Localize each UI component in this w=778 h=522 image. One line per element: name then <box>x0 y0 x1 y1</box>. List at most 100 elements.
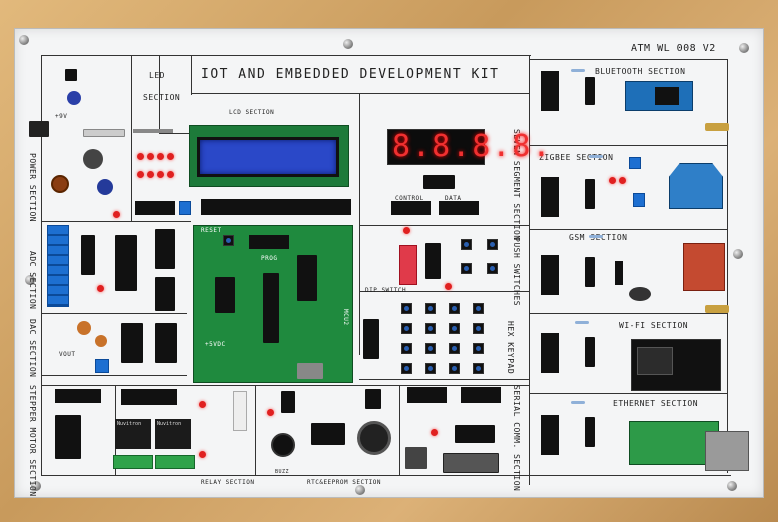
push-button[interactable] <box>487 239 498 250</box>
capacitor-icon <box>83 149 103 169</box>
serial-comm-label: SERIAL COMM. SECTION <box>512 385 521 492</box>
regulator <box>65 69 77 81</box>
pot-icon[interactable] <box>77 321 91 335</box>
reset-label: RESET <box>201 227 222 234</box>
keypad-key[interactable] <box>473 363 484 374</box>
zigbee-header <box>541 177 559 217</box>
led <box>403 227 410 234</box>
usb-connector[interactable] <box>297 363 323 379</box>
ethernet-section-label: ETHERNET SECTION <box>613 399 699 408</box>
serial-header <box>407 387 447 403</box>
buzzer-label: BUZZ <box>275 469 290 475</box>
resistor-icon <box>589 155 603 158</box>
push-button[interactable] <box>461 263 472 274</box>
keypad-key[interactable] <box>425 363 436 374</box>
pot-icon[interactable] <box>95 335 107 347</box>
vdc-label: +5VDC <box>205 341 226 348</box>
relay-header <box>121 389 177 405</box>
ic <box>585 417 595 447</box>
led-section-label: LED <box>149 71 165 80</box>
trim-pot[interactable] <box>95 359 109 373</box>
led-connector <box>135 201 175 215</box>
stepper-section-label: STEPPER MOTOR SECTION <box>28 385 37 497</box>
dip-switch-label: DIP SWITCH <box>365 287 407 294</box>
screw-icon <box>19 35 29 45</box>
screw-icon <box>739 43 749 53</box>
ic <box>81 235 95 275</box>
keypad-key[interactable] <box>425 303 436 314</box>
esp-chip <box>637 347 673 375</box>
seven-segment-display: 8.8.8.8. <box>387 129 551 165</box>
keypad-key[interactable] <box>401 303 412 314</box>
power-switch[interactable] <box>83 129 125 137</box>
gsm-ic <box>615 261 623 285</box>
microcontroller <box>263 273 279 343</box>
prog-label: PROG <box>261 255 278 262</box>
board-title: IOT AND EMBEDDED DEVELOPMENT KIT <box>201 67 500 82</box>
ic <box>155 323 177 363</box>
dac-section-label: DAC SECTION <box>28 319 37 378</box>
led <box>609 177 616 184</box>
keypad-key[interactable] <box>473 343 484 354</box>
capacitor-icon <box>67 91 81 105</box>
led <box>147 153 154 160</box>
screw-icon <box>343 39 353 49</box>
ic <box>585 337 595 367</box>
buzzer-icon <box>271 433 295 457</box>
keypad-key[interactable] <box>449 323 460 334</box>
led <box>97 285 104 292</box>
keypad-key[interactable] <box>401 323 412 334</box>
keypad-key[interactable] <box>449 303 460 314</box>
lcd-section-label: LCD SECTION <box>229 109 275 116</box>
rtc-ic <box>311 423 345 445</box>
dip-switch[interactable] <box>399 245 417 285</box>
resistor-icon <box>589 235 603 238</box>
push-button[interactable] <box>487 263 498 274</box>
ic <box>585 257 595 287</box>
resistor-icon <box>571 69 585 72</box>
screw-icon <box>733 249 743 259</box>
ic <box>425 243 441 279</box>
led <box>199 401 206 408</box>
mcu-name-label: MCU2 <box>342 309 349 326</box>
led <box>199 451 206 458</box>
adc-switches[interactable] <box>47 225 69 307</box>
adc-section-label: ADC SECTION <box>28 251 37 310</box>
rj45-connector[interactable] <box>705 431 749 471</box>
relay-terminal[interactable] <box>155 455 195 469</box>
led <box>267 409 274 416</box>
led <box>137 171 144 178</box>
screw-icon <box>25 275 35 285</box>
antenna-connector <box>705 305 729 313</box>
zigbee-section-label: ZIGBEE SECTION <box>539 153 614 162</box>
led <box>619 177 626 184</box>
keypad-key[interactable] <box>401 363 412 374</box>
keypad-key[interactable] <box>473 303 484 314</box>
plus9v-label: +9V <box>55 113 68 120</box>
push-switch-label: PUSH SWITCHES <box>512 237 521 307</box>
keypad-key[interactable] <box>449 363 460 374</box>
keypad-key[interactable] <box>425 323 436 334</box>
adc-ic <box>115 235 137 291</box>
reset-button[interactable] <box>223 235 234 246</box>
db9-connector[interactable] <box>443 453 499 473</box>
zigbee-reset[interactable] <box>629 157 641 169</box>
stepper-ic <box>55 415 81 459</box>
relay-terminal[interactable] <box>113 455 153 469</box>
keypad-key[interactable] <box>473 323 484 334</box>
ic <box>155 277 175 311</box>
dc-jack[interactable] <box>29 121 49 137</box>
prog-header <box>249 235 289 249</box>
zigbee-module <box>669 163 723 209</box>
led <box>445 283 452 290</box>
usb-b-connector[interactable] <box>405 447 427 469</box>
trim-pot[interactable] <box>633 193 645 207</box>
bluetooth-section-label: BLUETOOTH SECTION <box>595 67 686 76</box>
push-button[interactable] <box>461 239 472 250</box>
gsm-module <box>683 243 725 291</box>
keypad-key[interactable] <box>449 343 460 354</box>
control-label: CONTROL <box>395 195 424 202</box>
keypad-key[interactable] <box>425 343 436 354</box>
ic <box>215 277 235 313</box>
keypad-key[interactable] <box>401 343 412 354</box>
